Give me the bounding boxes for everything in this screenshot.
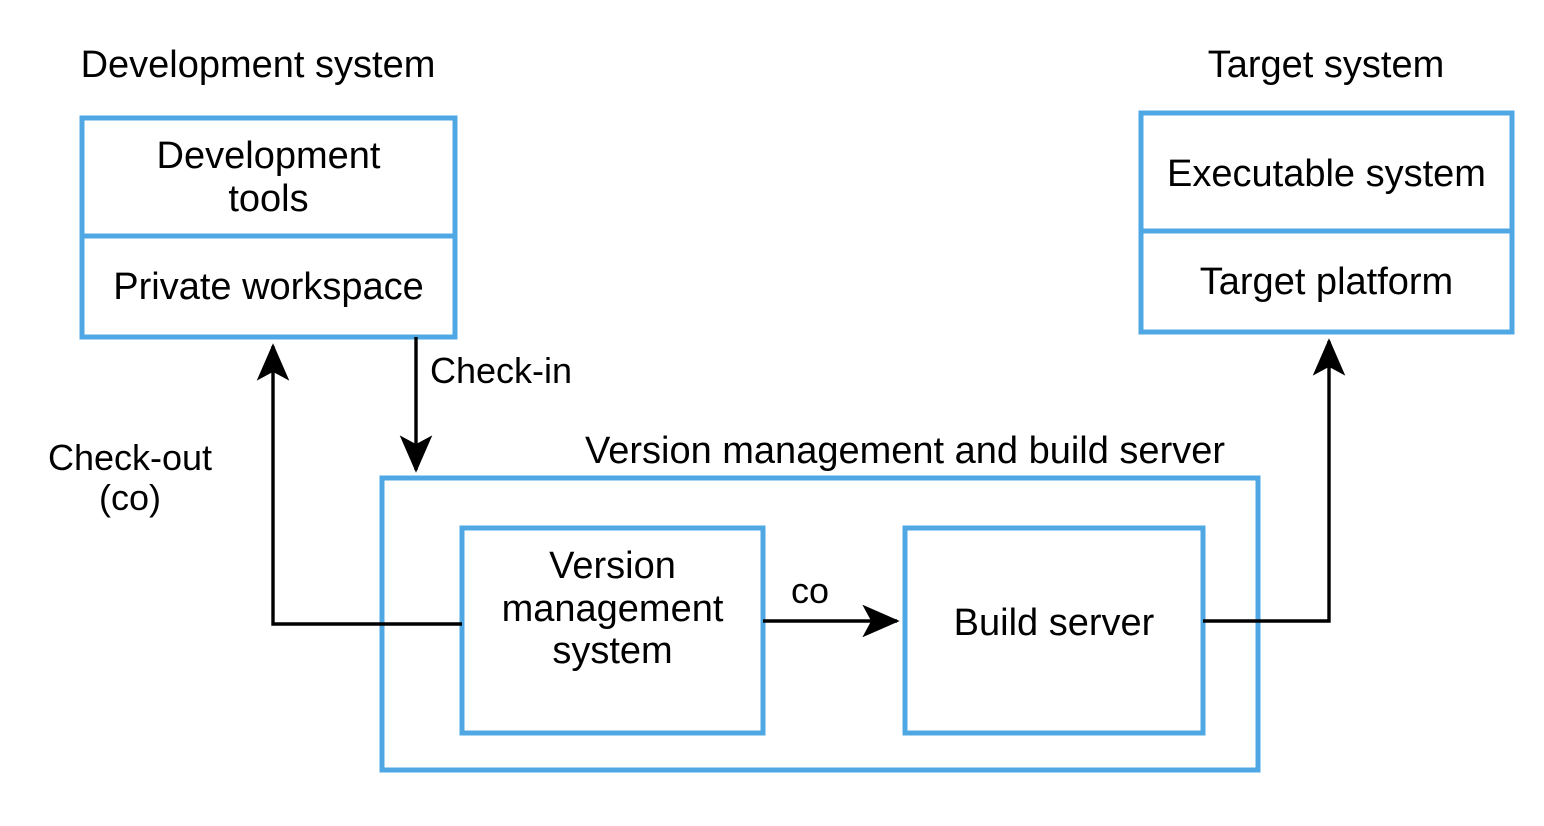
executable-system-label: Executable system bbox=[1167, 153, 1486, 195]
development-system-caption: Development system bbox=[80, 44, 436, 86]
version-build-server-caption: Version management and build server bbox=[584, 430, 1226, 472]
target-system-group bbox=[1138, 110, 1515, 335]
version-management-system-label: Version management system bbox=[501, 545, 724, 673]
target-system-box bbox=[1138, 110, 1515, 335]
development-system-group bbox=[79, 115, 458, 340]
development-system-box bbox=[79, 115, 458, 340]
version-management-system-box bbox=[459, 525, 766, 736]
development-tools-label: Development tools bbox=[156, 135, 381, 220]
deploy-arrow bbox=[1203, 338, 1346, 623]
check-out-arrow bbox=[256, 343, 462, 626]
co-label: co bbox=[790, 570, 830, 611]
check-out-label: Check-out (co) bbox=[47, 437, 213, 519]
build-server-label: Build server bbox=[953, 602, 1155, 644]
target-platform-label: Target platform bbox=[1199, 261, 1454, 303]
check-in-label: Check-in bbox=[430, 350, 573, 391]
private-workspace-label: Private workspace bbox=[113, 266, 424, 308]
build-server-box bbox=[902, 525, 1206, 736]
target-system-caption: Target system bbox=[1207, 44, 1445, 86]
